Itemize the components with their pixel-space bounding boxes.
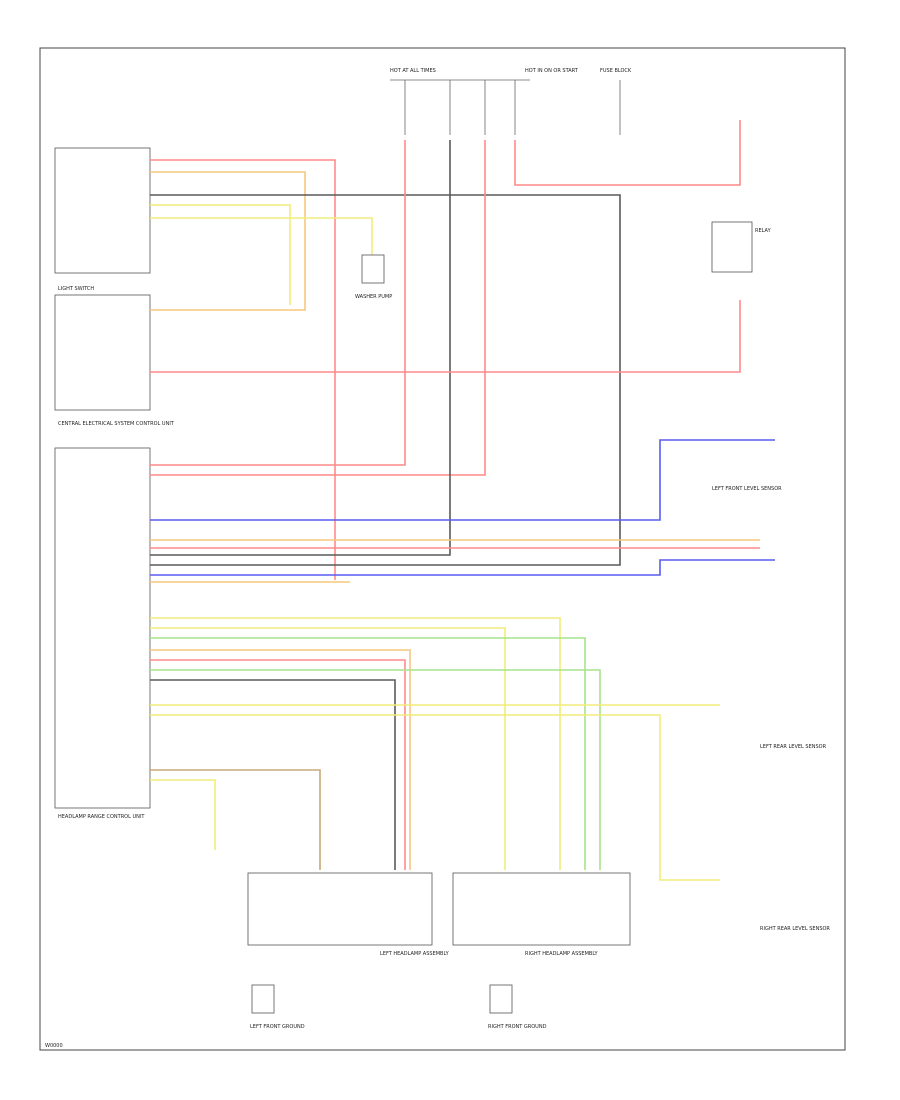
- fuse-block-label: FUSE BLOCK: [600, 68, 632, 74]
- wire-yellow-4: [150, 627, 506, 870]
- light-switch-label: LIGHT SWITCH: [58, 286, 94, 292]
- left-ground-label: LEFT FRONT GROUND: [250, 1024, 305, 1030]
- washer-pump-label: WASHER PUMP: [355, 294, 392, 300]
- wire-yellow-2: [150, 217, 373, 255]
- washer-pump-symbol: [361, 254, 385, 284]
- wire-black-3: [150, 679, 396, 870]
- headlamp-control-box: [54, 294, 151, 411]
- wire-red-1: [150, 159, 336, 580]
- wire-yellow-7: [150, 779, 216, 850]
- wire-red-4: [514, 120, 741, 186]
- central-module-label: CENTRAL ELECTRICAL SYSTEM CONTROL UNIT: [58, 421, 175, 427]
- wire-yellow-1: [150, 204, 291, 305]
- wire-blue-1: [150, 439, 775, 521]
- power-feed-section: HOT AT ALL TIMES HOT IN ON OR START FUSE…: [390, 68, 632, 135]
- right-ground-symbol: [489, 984, 513, 1014]
- left-headlamp-box: [247, 872, 433, 946]
- wire-black-2: [150, 140, 451, 556]
- right-sensor-label: RIGHT REAR LEVEL SENSOR: [760, 926, 830, 932]
- footer-code: W0000: [45, 1043, 63, 1049]
- left-headlamp-label: LEFT HEADLAMP ASSEMBLY: [380, 951, 450, 957]
- right-ground-label: RIGHT FRONT GROUND: [488, 1024, 547, 1030]
- wire-red-7: [150, 659, 406, 870]
- lower-wires: [150, 617, 720, 881]
- right-headlamp-label: RIGHT HEADLAMP ASSEMBLY: [525, 951, 598, 957]
- wire-brown-1: [150, 769, 321, 870]
- central-module-box: [54, 447, 151, 809]
- upper-wires: [150, 120, 741, 580]
- hot-label: HOT AT ALL TIMES: [390, 68, 436, 74]
- wire-green-2: [150, 669, 601, 870]
- ignition-label: HOT IN ON OR START: [525, 68, 579, 74]
- wire-blue-2: [150, 559, 775, 576]
- front-sensor-label: LEFT FRONT LEVEL SENSOR: [712, 486, 782, 492]
- light-switch-box: [54, 147, 151, 274]
- relay-label: RELAY: [755, 228, 772, 234]
- wire-orange-1: [150, 171, 306, 311]
- wire-red-2: [150, 140, 406, 466]
- wire-orange-4: [150, 649, 411, 870]
- sensor-wires: [150, 439, 775, 583]
- headlamp-control-label: HEADLAMP RANGE CONTROL UNIT: [58, 814, 145, 820]
- left-ground-symbol: [251, 984, 275, 1014]
- wire-green-1: [150, 637, 586, 870]
- diagram-border: [39, 47, 846, 1051]
- wire-red-5: [150, 300, 741, 373]
- wire-yellow-3: [150, 617, 561, 870]
- relay-box: [711, 221, 753, 273]
- right-headlamp-box: [452, 872, 631, 946]
- wire-black-1: [150, 194, 621, 566]
- wire-red-3: [150, 140, 486, 476]
- left-sensor-label: LEFT REAR LEVEL SENSOR: [760, 744, 827, 750]
- wire-yellow-6: [150, 714, 720, 881]
